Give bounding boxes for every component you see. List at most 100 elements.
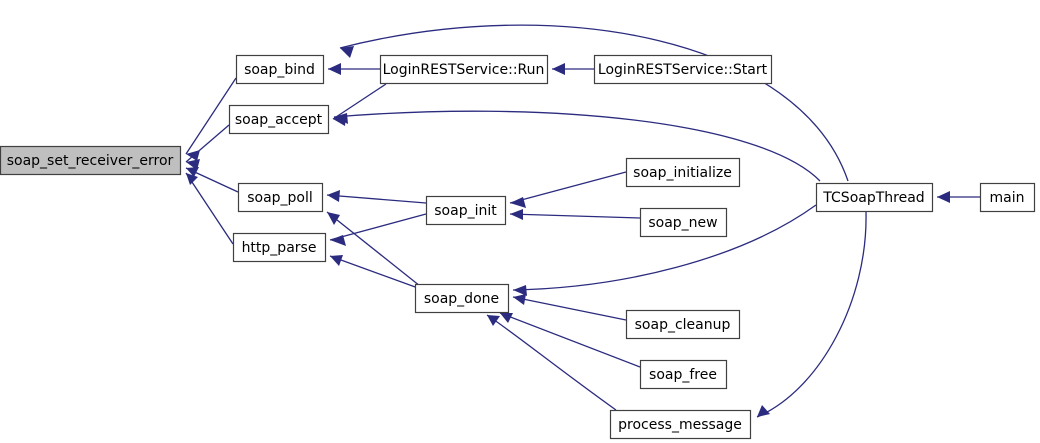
node-soap_free[interactable]: soap_free: [639, 359, 728, 390]
arrowhead-icon: [513, 294, 526, 305]
edge-soap_init-to-http_parse: [329, 213, 427, 246]
node-label: LoginRESTService::Run: [383, 62, 545, 78]
arrowhead-icon: [487, 315, 500, 326]
arrowhead-icon: [757, 405, 770, 417]
node-box[interactable]: [625, 309, 741, 340]
node-main[interactable]: main: [979, 182, 1036, 213]
edge-soap_bind-to-soap_set_receiver_error: [185, 77, 237, 161]
node-soap_cleanup[interactable]: soap_cleanup: [625, 309, 741, 340]
arrowhead-icon: [186, 167, 199, 177]
node-http_parse[interactable]: http_parse: [232, 232, 327, 263]
edge-LoginRESTService::Run-to-soap_bind: [328, 63, 380, 75]
arrowhead-icon: [330, 235, 346, 246]
node-LoginRESTService::Start[interactable]: LoginRESTService::Start: [593, 54, 773, 85]
edge-soap_accept-to-soap_set_receiver_error: [185, 124, 230, 170]
node-soap_init[interactable]: soap_init: [425, 195, 507, 226]
node-box[interactable]: [639, 207, 728, 238]
edge-soap_free-to-soap_done: [499, 312, 641, 368]
node-label: soap_initialize: [633, 165, 732, 181]
edge-line: [326, 211, 421, 287]
node-label: soap_init: [434, 203, 497, 219]
node-label: soap_free: [649, 367, 717, 383]
arrowhead-icon: [334, 113, 348, 124]
arrowhead-icon: [552, 63, 565, 75]
edges-layer: [185, 24, 980, 418]
node-label: main: [990, 190, 1025, 206]
edge-line: [185, 124, 230, 163]
edge-main-to-TCSoapThread: [937, 191, 980, 203]
node-label: soap_new: [648, 215, 717, 231]
edge-line: [333, 110, 821, 182]
node-label: http_parse: [242, 240, 317, 256]
node-box[interactable]: [815, 182, 934, 213]
node-box[interactable]: [232, 232, 327, 263]
arrowhead-icon: [330, 255, 343, 266]
node-label: soap_poll: [247, 190, 313, 206]
node-soap_done[interactable]: soap_done: [414, 283, 510, 314]
edge-line: [329, 213, 427, 241]
node-label: LoginRESTService::Start: [598, 62, 768, 78]
node-box[interactable]: [639, 359, 728, 390]
node-soap_accept[interactable]: soap_accept: [228, 104, 330, 135]
edge-TCSoapThread-to-process_message: [756, 211, 867, 418]
edge-soap_init-to-soap_poll: [326, 190, 427, 204]
edge-soap_new-to-soap_init: [509, 209, 641, 220]
edge-line: [509, 171, 627, 204]
edge-soap_done-to-http_parse: [329, 255, 419, 289]
node-soap_initialize[interactable]: soap_initialize: [625, 157, 741, 188]
node-label: soap_accept: [235, 112, 323, 128]
nodes-layer: soap_set_receiver_error soap_bind soap_acc…: [0, 54, 1036, 440]
node-box[interactable]: [237, 182, 324, 213]
node-soap_bind[interactable]: soap_bind: [235, 54, 325, 85]
node-box[interactable]: [625, 157, 741, 188]
node-label: TCSoapThread: [822, 190, 924, 206]
edge-line: [756, 211, 867, 418]
edge-TCSoapThread-to-soap_accept: [333, 110, 821, 182]
node-soap_new[interactable]: soap_new: [639, 207, 728, 238]
edge-line: [329, 255, 419, 289]
node-label: process_message: [618, 417, 742, 433]
arrowhead-icon: [340, 46, 354, 58]
node-box[interactable]: [593, 54, 773, 85]
arrowhead-icon: [510, 209, 523, 220]
node-label: soap_bind: [244, 62, 315, 78]
node-box[interactable]: [609, 409, 752, 440]
edge-line: [185, 77, 237, 155]
edge-http_parse-to-soap_set_receiver_error: [185, 172, 234, 245]
node-process_message[interactable]: process_message: [609, 409, 752, 440]
node-box[interactable]: [379, 54, 549, 85]
node-soap_set_receiver_error[interactable]: soap_set_receiver_error: [0, 145, 182, 176]
edge-line: [326, 194, 427, 204]
arrowhead-icon: [937, 191, 950, 203]
node-box[interactable]: [235, 54, 325, 85]
arrowhead-icon: [328, 63, 341, 75]
edge-line: [512, 204, 817, 291]
arrowhead-icon: [500, 313, 513, 323]
node-box[interactable]: [425, 195, 507, 226]
edge-line: [185, 172, 234, 245]
node-TCSoapThread[interactable]: TCSoapThread: [815, 182, 934, 213]
edge-TCSoapThread-to-soap_bind: [339, 24, 849, 182]
node-label: soap_set_receiver_error: [7, 153, 174, 169]
node-box[interactable]: [0, 145, 182, 176]
arrowhead-icon: [327, 212, 340, 225]
node-box[interactable]: [979, 182, 1036, 213]
edge-line: [486, 314, 617, 411]
node-box[interactable]: [414, 283, 510, 314]
arrowhead-icon: [327, 190, 340, 202]
edge-soap_cleanup-to-soap_done: [512, 294, 627, 321]
edge-soap_done-to-soap_poll: [326, 211, 421, 287]
node-soap_poll[interactable]: soap_poll: [237, 182, 324, 213]
node-LoginRESTService::Run[interactable]: LoginRESTService::Run: [379, 54, 549, 85]
edge-line: [499, 312, 641, 368]
edge-soap_initialize-to-soap_init: [509, 171, 627, 208]
arrowhead-icon: [510, 197, 526, 208]
edge-line: [512, 296, 627, 321]
edge-line: [332, 83, 387, 120]
node-label: soap_cleanup: [635, 317, 731, 333]
edge-line: [509, 213, 641, 219]
node-box[interactable]: [228, 104, 330, 135]
edge-line: [339, 24, 849, 182]
